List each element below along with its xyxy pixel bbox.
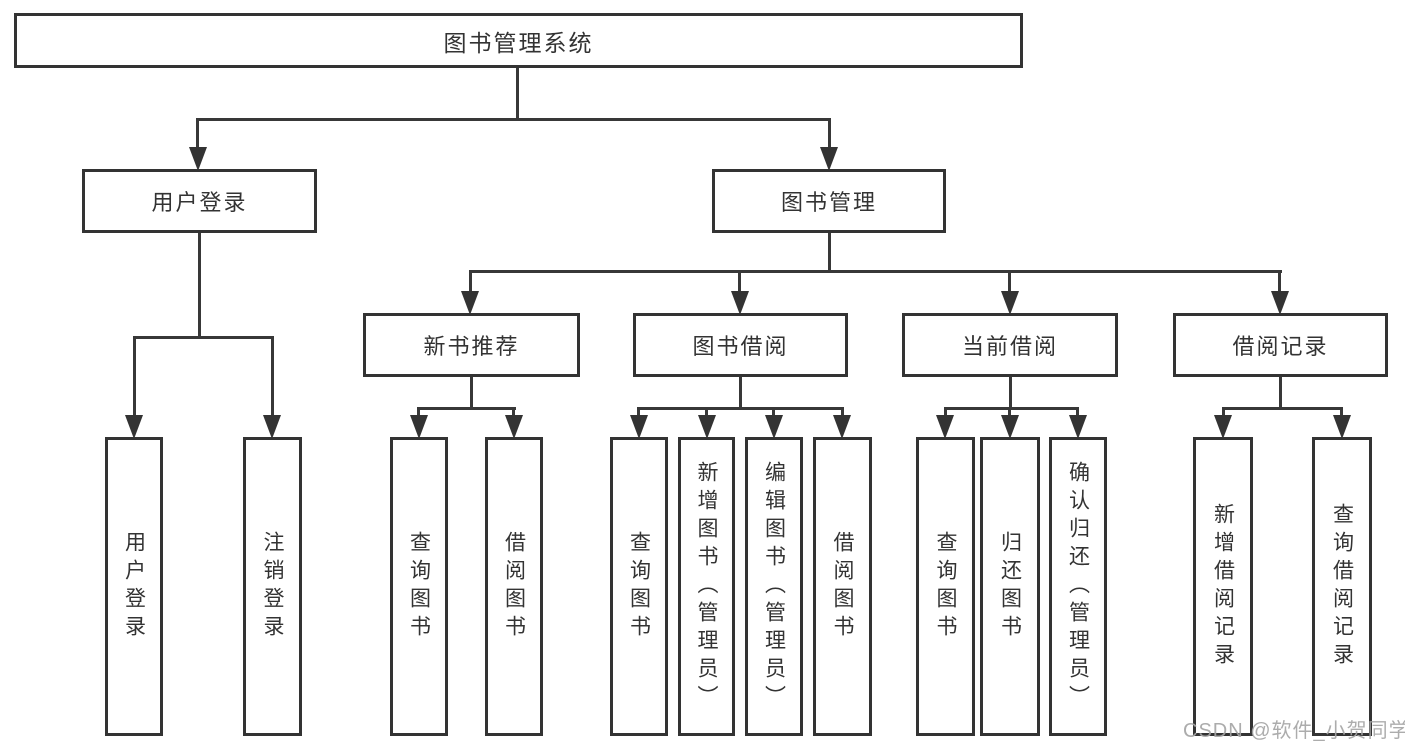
- connector-root-stem: [516, 68, 519, 118]
- connector-newbook-stem: [470, 377, 473, 407]
- connector-drop-leaf-logout: [271, 336, 274, 415]
- node-root-label: 图书管理系统: [443, 29, 594, 56]
- node-user-login: 用户登录: [82, 169, 317, 233]
- node-book-borrow-label: 图书借阅: [692, 334, 789, 359]
- connector-drop-cu-query: [944, 407, 947, 415]
- node-borrow-record: 借阅记录: [1173, 313, 1388, 377]
- leaf-borrow-book: 借阅图书: [813, 437, 872, 736]
- connector-drop-rc-add: [1222, 407, 1225, 415]
- arrowhead-to-bw-edit: [765, 415, 783, 439]
- leaf-borrow-edit-admin: 编辑图书（管理员）: [745, 437, 803, 736]
- connector-drop-borrow: [738, 270, 741, 291]
- node-root: 图书管理系统: [14, 13, 1023, 68]
- node-book-management: 图书管理: [712, 169, 946, 233]
- leaf-borrow-query-label: 查询图书: [627, 530, 651, 643]
- leaf-return-book: 归还图书: [980, 437, 1040, 736]
- connector-drop-bw-borrow: [841, 407, 844, 415]
- node-new-book-recommend-label: 新书推荐: [423, 334, 520, 359]
- leaf-confirm-return-admin-label: 确认归还（管理员）: [1066, 460, 1090, 713]
- arrowhead-to-book-mgmt: [820, 147, 838, 171]
- arrowhead-to-nb-borrow: [505, 415, 523, 439]
- leaf-newbook-borrow: 借阅图书: [485, 437, 543, 736]
- connector-record-hline: [1222, 407, 1343, 410]
- leaf-newbook-borrow-label: 借阅图书: [502, 530, 526, 643]
- leaf-record-query: 查询借阅记录: [1312, 437, 1372, 736]
- arrowhead-to-leaf-login: [125, 415, 143, 439]
- leaf-borrow-add-admin: 新增图书（管理员）: [678, 437, 735, 736]
- leaf-return-book-label: 归还图书: [998, 530, 1022, 643]
- node-current-borrow-label: 当前借阅: [961, 334, 1058, 359]
- connector-current-hline: [944, 407, 1079, 410]
- connector-current-stem: [1009, 377, 1012, 407]
- leaf-newbook-query-label: 查询图书: [407, 530, 431, 643]
- connector-drop-newbook: [469, 270, 472, 291]
- node-user-login-label: 用户登录: [151, 190, 248, 215]
- leaf-current-query-label: 查询图书: [934, 530, 957, 643]
- leaf-logout: 注销登录: [243, 437, 302, 736]
- leaf-borrow-book-label: 借阅图书: [831, 530, 854, 643]
- connector-drop-user-login: [196, 118, 199, 147]
- node-current-borrow: 当前借阅: [902, 313, 1118, 377]
- arrowhead-to-borrow: [731, 291, 749, 315]
- connector-root-hline: [196, 118, 830, 121]
- leaf-logout-label: 注销登录: [261, 530, 284, 643]
- arrowhead-to-cu-return: [1001, 415, 1019, 439]
- arrowhead-to-user-login: [189, 147, 207, 171]
- leaf-newbook-query: 查询图书: [390, 437, 448, 736]
- arrowhead-to-rc-query: [1333, 415, 1351, 439]
- connector-drop-bw-edit: [772, 407, 775, 415]
- leaf-borrow-query: 查询图书: [610, 437, 668, 736]
- connector-drop-record: [1278, 270, 1281, 291]
- arrowhead-to-current: [1001, 291, 1019, 315]
- leaf-current-query: 查询图书: [916, 437, 975, 736]
- connector-borrow-hline: [638, 407, 844, 410]
- connector-drop-rc-query: [1340, 407, 1343, 415]
- arrowhead-to-newbook: [461, 291, 479, 315]
- connector-newbook-hline: [418, 407, 516, 410]
- node-borrow-record-label: 借阅记录: [1232, 334, 1329, 359]
- connector-bookmgmt-stem: [828, 233, 831, 270]
- connector-drop-cu-confirm: [1076, 407, 1079, 415]
- connector-record-stem: [1279, 377, 1282, 407]
- connector-drop-bw-query: [637, 407, 640, 415]
- connector-userlogin-hline: [133, 336, 273, 339]
- arrowhead-to-bw-borrow: [833, 415, 851, 439]
- connector-borrow-stem: [739, 377, 742, 407]
- arrowhead-to-record: [1271, 291, 1289, 315]
- connector-userlogin-stem: [198, 233, 201, 336]
- leaf-borrow-add-admin-label: 新增图书（管理员）: [695, 460, 718, 713]
- node-book-borrow: 图书借阅: [633, 313, 848, 377]
- connector-drop-current: [1008, 270, 1011, 291]
- connector-drop-leaf-login: [133, 336, 136, 415]
- connector-drop-cu-return: [1008, 407, 1011, 415]
- csdn-watermark: CSDN @软件_小贺同学: [1183, 720, 1405, 742]
- arrowhead-to-cu-confirm: [1069, 415, 1087, 439]
- connector-drop-nb-query: [417, 407, 420, 415]
- leaf-confirm-return-admin: 确认归还（管理员）: [1049, 437, 1107, 736]
- leaf-borrow-edit-admin-label: 编辑图书（管理员）: [762, 460, 786, 713]
- node-new-book-recommend: 新书推荐: [363, 313, 580, 377]
- arrowhead-to-nb-query: [410, 415, 428, 439]
- leaf-record-add-label: 新增借阅记录: [1211, 502, 1235, 671]
- connector-bookmgmt-hline: [469, 270, 1282, 273]
- arrowhead-to-cu-query: [936, 415, 954, 439]
- connector-drop-book-mgmt: [828, 118, 831, 147]
- arrowhead-to-bw-query: [630, 415, 648, 439]
- leaf-record-query-label: 查询借阅记录: [1330, 502, 1354, 671]
- connector-drop-bw-add: [705, 407, 708, 415]
- node-book-management-label: 图书管理: [780, 190, 877, 215]
- arrowhead-to-bw-add: [698, 415, 716, 439]
- leaf-user-login: 用户登录: [105, 437, 163, 736]
- arrowhead-to-leaf-logout: [263, 415, 281, 439]
- leaf-record-add: 新增借阅记录: [1193, 437, 1253, 736]
- arrowhead-to-rc-add: [1214, 415, 1232, 439]
- connector-drop-nb-borrow: [512, 407, 515, 415]
- leaf-user-login-label: 用户登录: [122, 530, 146, 643]
